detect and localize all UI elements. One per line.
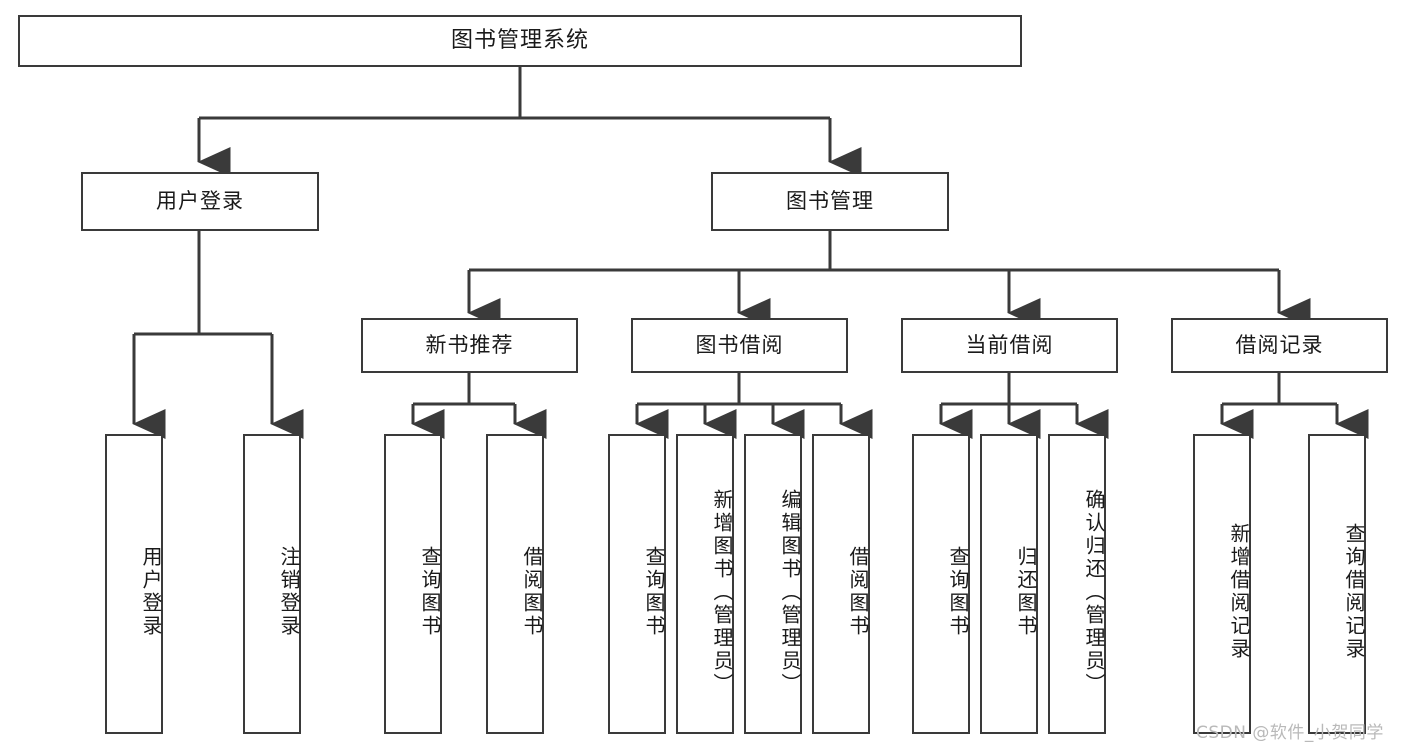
leaf-new-book-query[interactable]: 查询图书 [384,434,442,734]
leaf-user-login-logout[interactable]: 注销登录 [243,434,301,734]
leaf-user-login-login[interactable]: 用户登录 [105,434,163,734]
leaf-record-add-record[interactable]: 新增借阅记录 [1193,434,1251,734]
leaf-borrow-query-book[interactable]: 查询图书 [608,434,666,734]
node-root-system[interactable]: 图书管理系统 [18,15,1022,67]
csdn-watermark: CSDN @软件_小贺同学 [1196,723,1384,743]
node-current-borrow[interactable]: 当前借阅 [901,318,1118,373]
node-user-login[interactable]: 用户登录 [81,172,319,231]
node-book-management[interactable]: 图书管理 [711,172,949,231]
leaf-current-query-book[interactable]: 查询图书 [912,434,970,734]
leaf-borrow-borrow-book[interactable]: 借阅图书 [812,434,870,734]
leaf-record-query-record[interactable]: 查询借阅记录 [1308,434,1366,734]
leaf-borrow-add-book-admin[interactable]: 新增图书（管理员） [676,434,734,734]
node-borrow-record[interactable]: 借阅记录 [1171,318,1388,373]
node-new-book-recommend[interactable]: 新书推荐 [361,318,578,373]
leaf-borrow-edit-book-admin[interactable]: 编辑图书（管理员） [744,434,802,734]
node-book-borrow[interactable]: 图书借阅 [631,318,848,373]
leaf-new-book-borrow[interactable]: 借阅图书 [486,434,544,734]
leaf-current-return-book[interactable]: 归还图书 [980,434,1038,734]
leaf-current-confirm-return-admin[interactable]: 确认归还（管理员） [1048,434,1106,734]
